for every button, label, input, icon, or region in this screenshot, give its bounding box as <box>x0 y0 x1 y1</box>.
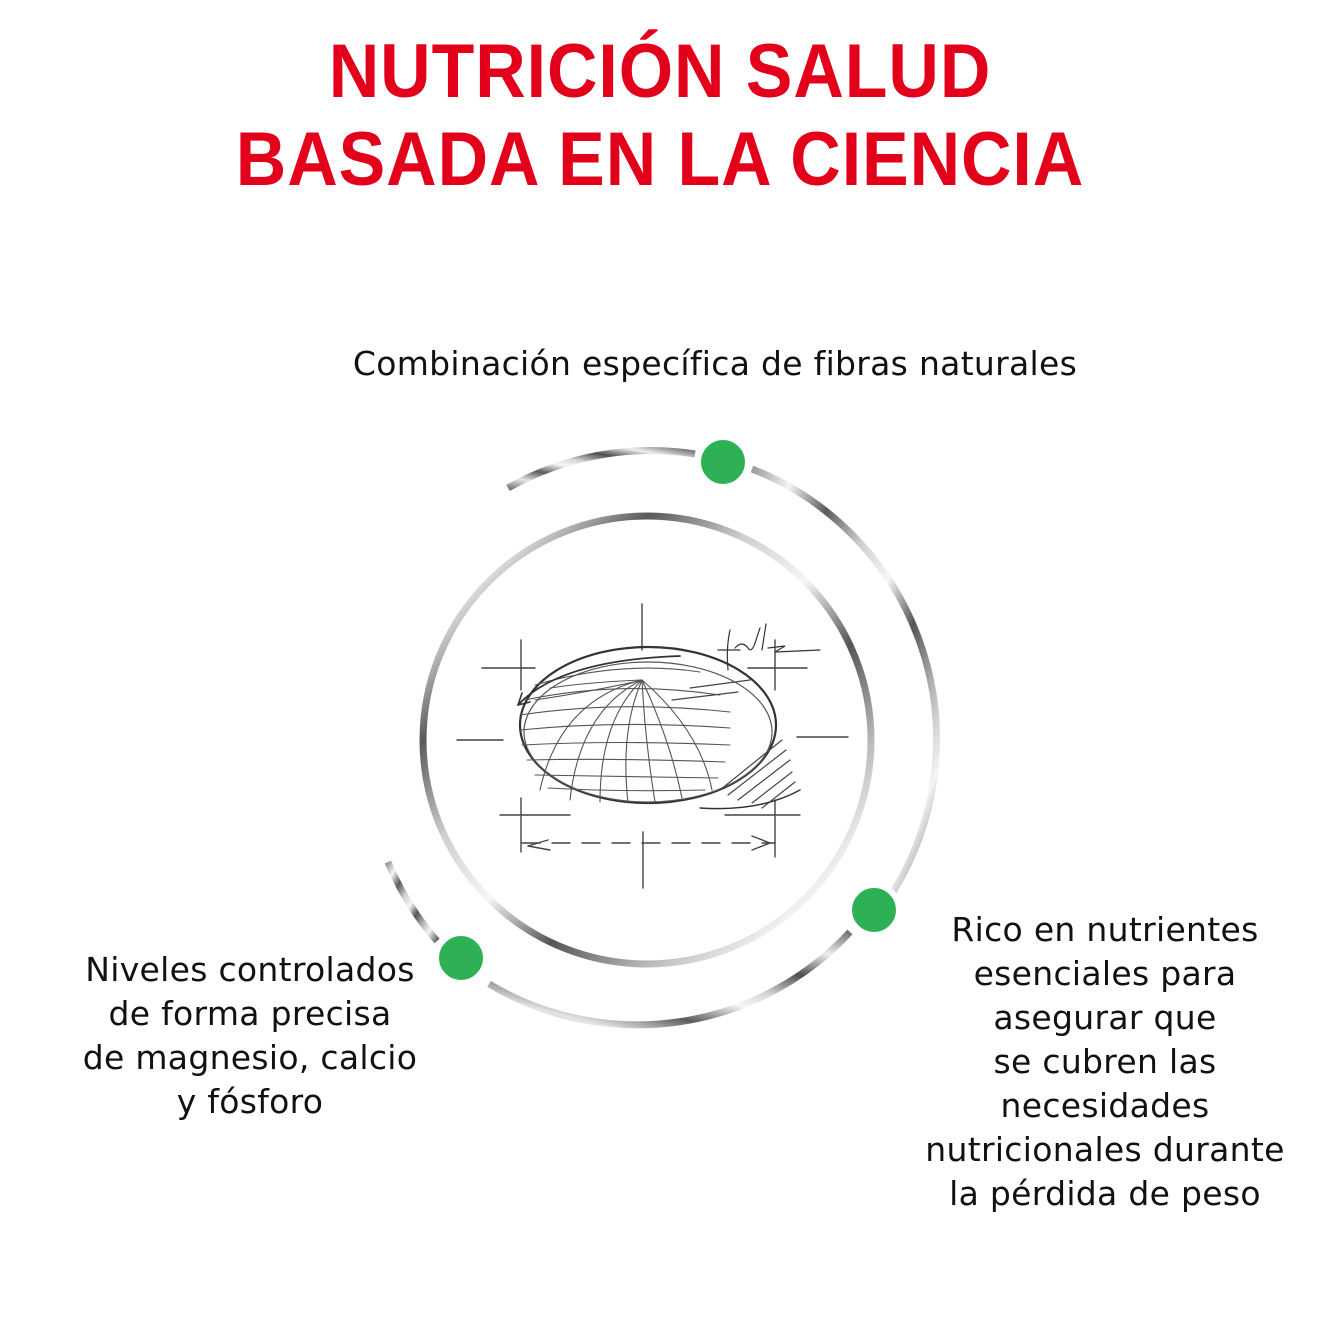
page-title: NUTRICIÓN SALUD BASADA EN LA CIENCIA <box>53 28 1267 204</box>
feature-nutrients: Rico en nutrientes esenciales para asegu… <box>895 908 1315 1216</box>
feature-nutrients-line-3: asegurar que <box>993 998 1217 1037</box>
title-line-1: NUTRICIÓN SALUD <box>328 29 992 114</box>
feature-nutrients-line-2: esenciales para <box>973 954 1237 993</box>
inner-ring <box>419 512 875 968</box>
feature-minerals-line-2: de forma precisa <box>108 994 392 1033</box>
feature-minerals-line-3: de magnesio, calcio <box>82 1038 418 1077</box>
title-line-2: BASADA EN LA CIENCIA <box>235 117 1085 202</box>
outer-arc-right <box>750 465 940 894</box>
feature-nutrients-line-4: se cubren las <box>993 1042 1217 1081</box>
feature-minerals-line-4: y fósforo <box>176 1082 324 1121</box>
outer-arc-top-left <box>506 447 696 492</box>
feature-nutrients-line-5: necesidades <box>1000 1086 1210 1125</box>
marker-dot-top <box>695 434 751 490</box>
marker-dot-left <box>433 930 489 986</box>
outer-arc-bottom <box>487 929 853 1029</box>
outer-arc-left <box>384 860 440 944</box>
marker-dot-right <box>846 882 902 938</box>
feature-fibers: Combinación específica de fibras natural… <box>300 342 1130 386</box>
feature-nutrients-line-6: nutricionales durante <box>925 1130 1285 1169</box>
kibble-sketch-icon <box>456 603 849 889</box>
feature-fibers-line: Combinación específica de fibras natural… <box>352 344 1078 383</box>
feature-minerals: Niveles controlados de forma precisa de … <box>40 948 460 1124</box>
feature-minerals-line-1: Niveles controlados <box>85 950 415 989</box>
feature-nutrients-line-7: la pérdida de peso <box>949 1174 1261 1213</box>
feature-nutrients-line-1: Rico en nutrientes <box>951 910 1259 949</box>
